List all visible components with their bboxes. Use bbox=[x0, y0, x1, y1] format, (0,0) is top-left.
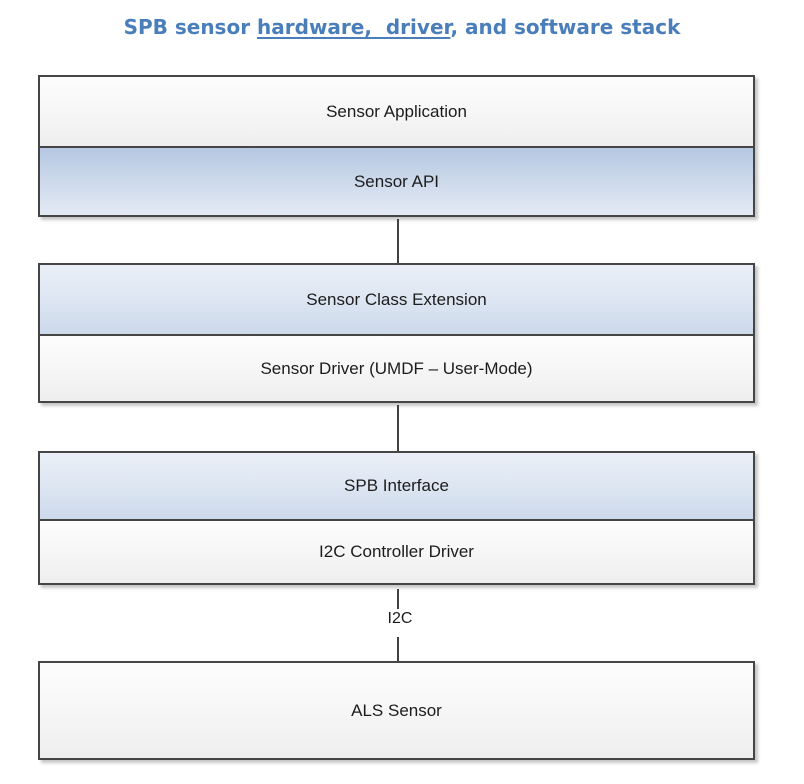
title-underlined-segment: hardware, driver bbox=[257, 15, 451, 39]
connector-line bbox=[397, 589, 399, 609]
box-label: Sensor API bbox=[353, 171, 440, 191]
box-label: SPB Interface bbox=[344, 476, 449, 495]
group-als-sensor: ALS Sensor bbox=[38, 661, 755, 760]
box-label: Sensor Driver (UMDF – User-Mode) bbox=[260, 358, 533, 378]
box-spb-interface: SPB Interface bbox=[40, 453, 753, 519]
connector-line bbox=[397, 219, 399, 263]
box-sensor-application: Sensor Application bbox=[40, 77, 753, 146]
box-label: I2C Controller Driver bbox=[319, 542, 474, 561]
box-sensor-class-extension: Sensor Class Extension bbox=[40, 265, 753, 334]
box-sensor-driver-umdf: Sensor Driver (UMDF – User-Mode) bbox=[40, 334, 753, 401]
box-label: Sensor Application bbox=[326, 101, 467, 121]
box-label: ALS Sensor bbox=[351, 700, 442, 720]
group-sensor-application-api: Sensor Application Sensor API bbox=[38, 75, 755, 217]
box-i2c-controller-driver: I2C Controller Driver bbox=[40, 519, 753, 583]
box-label: Sensor Class Extension bbox=[306, 289, 487, 309]
title-suffix: , and software stack bbox=[450, 15, 681, 39]
box-als-sensor: ALS Sensor bbox=[40, 663, 753, 758]
connector-line bbox=[397, 405, 399, 451]
connector-line bbox=[397, 637, 399, 661]
box-sensor-api: Sensor API bbox=[40, 146, 753, 215]
title-prefix: SPB sensor bbox=[123, 15, 258, 39]
diagram-title: SPB sensor hardware, driver, and softwar… bbox=[0, 15, 804, 39]
group-spb-interface-i2c-controller: SPB Interface I2C Controller Driver bbox=[38, 451, 755, 585]
group-sensor-class-extension-driver: Sensor Class Extension Sensor Driver (UM… bbox=[38, 263, 755, 403]
i2c-bus-label: I2C bbox=[387, 610, 413, 627]
